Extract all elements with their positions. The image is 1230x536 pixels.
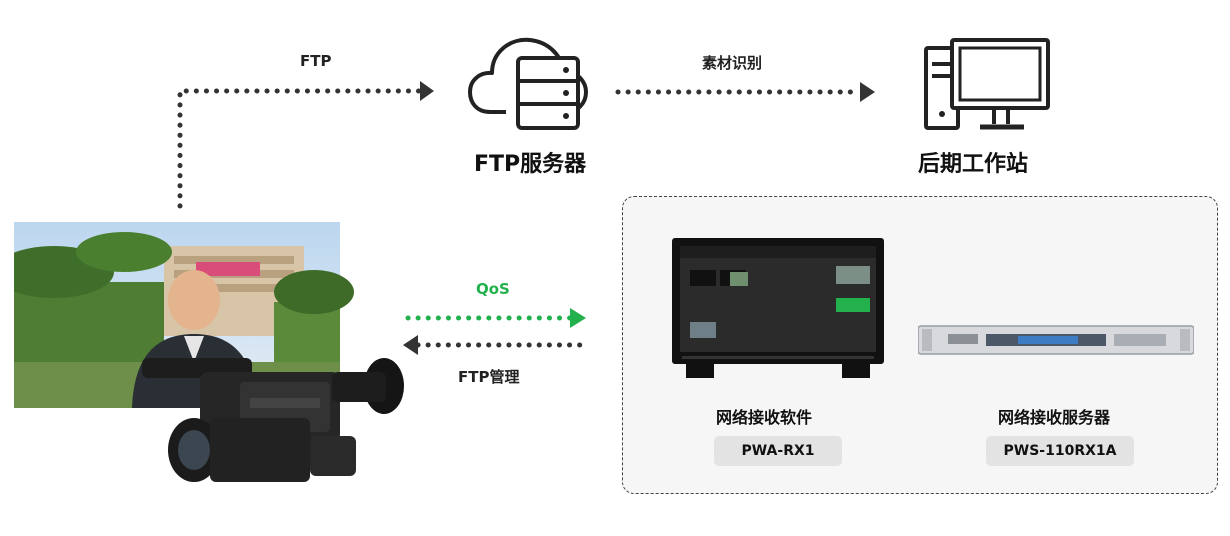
workstation-title: 后期工作站 [918, 152, 1029, 177]
cloud-server-icon [468, 37, 588, 130]
rack-server-icon [918, 325, 1194, 355]
ftp-upload-label: FTP [300, 52, 332, 70]
reception-server-caption: 网络接收服务器 [998, 408, 1111, 427]
reception-software-model: PWA-RX1 [714, 436, 842, 466]
material-recognition-label: 素材识别 [702, 54, 763, 72]
ftp-upload-arrow [177, 81, 434, 209]
ftp-management-arrow [403, 335, 583, 355]
ftp-server-title: FTP服务器 [474, 152, 587, 177]
material-recognition-arrow [615, 82, 875, 102]
ftp-management-label: FTP管理 [458, 368, 520, 386]
reception-software-caption: 网络接收软件 [716, 408, 813, 427]
monitor-icon [672, 238, 884, 378]
camcorder-icon [14, 222, 404, 482]
qos-arrow [405, 308, 586, 328]
qos-label: QoS [476, 280, 510, 298]
desktop-computer-icon [924, 38, 1050, 130]
reception-server-model: PWS-110RX1A [986, 436, 1134, 466]
